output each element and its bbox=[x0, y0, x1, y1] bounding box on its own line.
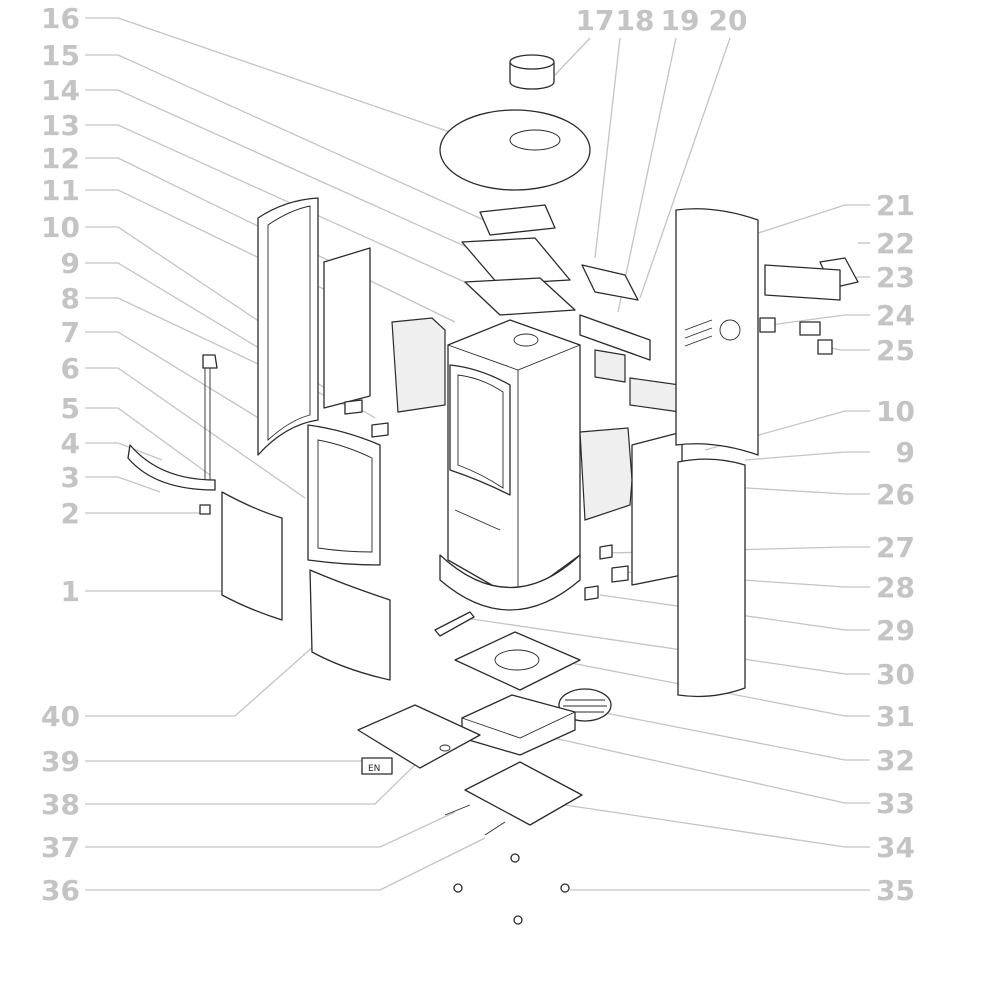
right-outer-panel-part bbox=[675, 208, 759, 456]
callout-number: 16 bbox=[41, 2, 80, 35]
rear-outlet-parts bbox=[759, 257, 859, 355]
callout-number: 21 bbox=[876, 189, 915, 222]
feet-part bbox=[453, 853, 570, 925]
left-glass-panel-part bbox=[221, 491, 283, 621]
callout-number: 34 bbox=[876, 831, 915, 864]
callout-number: 9 bbox=[896, 436, 915, 469]
rear-brackets-part bbox=[579, 264, 681, 413]
flue-collar-part bbox=[509, 54, 555, 90]
callout-number: 20 bbox=[709, 4, 748, 37]
top-plate-part bbox=[439, 109, 591, 191]
callout-number: 6 bbox=[61, 352, 80, 385]
stove-body-part bbox=[439, 319, 581, 611]
callout-number: 5 bbox=[61, 392, 80, 425]
floor-plate-part: EN bbox=[357, 704, 481, 775]
callout-number: 39 bbox=[41, 745, 80, 778]
callout-number: 8 bbox=[61, 282, 80, 315]
callout-number: 14 bbox=[41, 74, 80, 107]
base-tray-part bbox=[444, 761, 583, 836]
callout-number: 15 bbox=[41, 39, 80, 72]
callout-number: 12 bbox=[41, 142, 80, 175]
callout-number: 31 bbox=[876, 700, 915, 733]
door-frame-part bbox=[307, 424, 381, 566]
callout-number: 37 bbox=[41, 831, 80, 864]
baffle-plates-part bbox=[461, 237, 576, 316]
ash-bar-part bbox=[434, 611, 475, 637]
callout-number: 24 bbox=[876, 299, 915, 332]
top-bracket-part bbox=[479, 204, 556, 236]
right-firebrick-part bbox=[579, 427, 683, 586]
callout-number: 10 bbox=[876, 395, 915, 428]
clips-part bbox=[584, 544, 629, 601]
callout-number: 33 bbox=[876, 787, 915, 820]
callout-number: 28 bbox=[876, 571, 915, 604]
callout-number: 26 bbox=[876, 478, 915, 511]
callout-number: 7 bbox=[61, 316, 80, 349]
callout-number: 11 bbox=[41, 174, 80, 207]
callout-number: 18 bbox=[616, 4, 655, 37]
callout-number: 25 bbox=[876, 334, 915, 367]
callout-number: 19 bbox=[661, 4, 700, 37]
door-handle-part bbox=[127, 354, 218, 515]
base-plate-part bbox=[454, 631, 581, 691]
callout-number: 9 bbox=[61, 247, 80, 280]
callout-number: 27 bbox=[876, 531, 915, 564]
callout-number: 36 bbox=[41, 874, 80, 907]
callout-number: 23 bbox=[876, 261, 915, 294]
callout-number: 3 bbox=[61, 461, 80, 494]
callout-number: 10 bbox=[41, 211, 80, 244]
callout-number: 29 bbox=[876, 614, 915, 647]
callout-number: 38 bbox=[41, 788, 80, 821]
lower-front-panel-part bbox=[309, 569, 391, 681]
callout-number: 4 bbox=[61, 427, 80, 460]
callout-number: 30 bbox=[876, 658, 915, 691]
left-side-panel-part bbox=[257, 197, 446, 456]
callout-number: 35 bbox=[876, 874, 915, 907]
right-lower-panel-part bbox=[677, 458, 746, 698]
callout-number: 2 bbox=[61, 497, 80, 530]
plate-label: EN bbox=[368, 764, 380, 774]
ash-pan-part bbox=[461, 694, 576, 756]
callout-number: 13 bbox=[41, 109, 80, 142]
callout-number: 32 bbox=[876, 744, 915, 777]
callout-number: 17 bbox=[576, 4, 615, 37]
callout-number: 1 bbox=[61, 575, 80, 608]
leader-lines bbox=[85, 17, 870, 891]
callout-number: 40 bbox=[41, 700, 80, 733]
small-brackets-part bbox=[344, 399, 389, 438]
callout-number: 22 bbox=[876, 227, 915, 260]
